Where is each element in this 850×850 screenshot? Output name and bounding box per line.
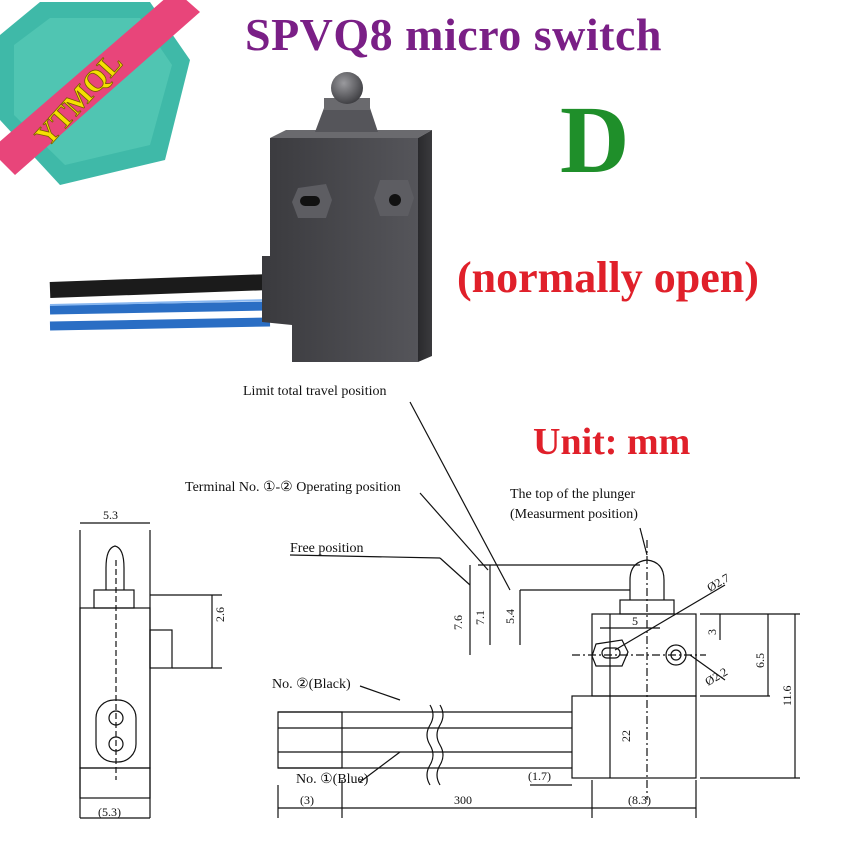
dim-1-7: (1.7) xyxy=(528,769,551,783)
dim-5: 5 xyxy=(632,614,638,628)
dim-width-bottom: (5.3) xyxy=(98,805,121,819)
label-plunger-top: The top of the plunger xyxy=(510,487,636,502)
technical-drawing: Limit total travel position Terminal No.… xyxy=(79,384,800,819)
variant-letter: D xyxy=(560,86,630,193)
contact-mode: (normally open) xyxy=(457,253,759,302)
dim-7-6: 7.6 xyxy=(451,615,465,630)
dim-6-5: 6.5 xyxy=(753,653,767,668)
dim-7-1: 7.1 xyxy=(473,610,487,625)
wire-bundle xyxy=(49,274,271,331)
brand-logo: YTMQL xyxy=(0,0,200,185)
label-wire-blue: No. ①(Blue) xyxy=(296,772,369,787)
switch-body-side xyxy=(418,130,432,362)
plunger xyxy=(315,72,378,132)
switch-body-front xyxy=(262,138,418,362)
mounting-hole-round xyxy=(374,180,414,216)
label-terminal-operating: Terminal No. ①-② Operating position xyxy=(185,480,401,495)
front-view xyxy=(80,401,800,819)
dim-8-3: (8.3) xyxy=(628,793,651,807)
dim-width-top: 5.3 xyxy=(103,508,118,522)
label-measurement: (Measurment position) xyxy=(510,507,638,522)
logo-ribbon xyxy=(0,0,200,175)
label-wire-black: No. ②(Black) xyxy=(272,677,351,692)
label-free-position: Free position xyxy=(290,541,364,556)
page-title: SPVQ8 micro switch xyxy=(245,9,663,60)
side-view xyxy=(79,522,222,818)
unit-label: Unit: mm xyxy=(533,421,691,463)
dim-11-6: 11.6 xyxy=(780,685,794,706)
dim-22: 22 xyxy=(619,730,633,742)
dim-3-left: (3) xyxy=(300,793,314,807)
product-illustration xyxy=(49,72,432,362)
label-limit-travel: Limit total travel position xyxy=(243,384,386,399)
dim-2-6: 2.6 xyxy=(213,607,227,622)
dim-5-4: 5.4 xyxy=(503,609,517,624)
dim-phi-2-7: Ø2.7 xyxy=(705,571,733,595)
dim-300: 300 xyxy=(454,793,472,807)
mounting-hole-oval xyxy=(292,184,332,218)
dim-3: 3 xyxy=(705,629,719,635)
switch-body-top xyxy=(270,130,432,138)
dim-phi-2-2: Ø2.2 xyxy=(703,665,731,689)
